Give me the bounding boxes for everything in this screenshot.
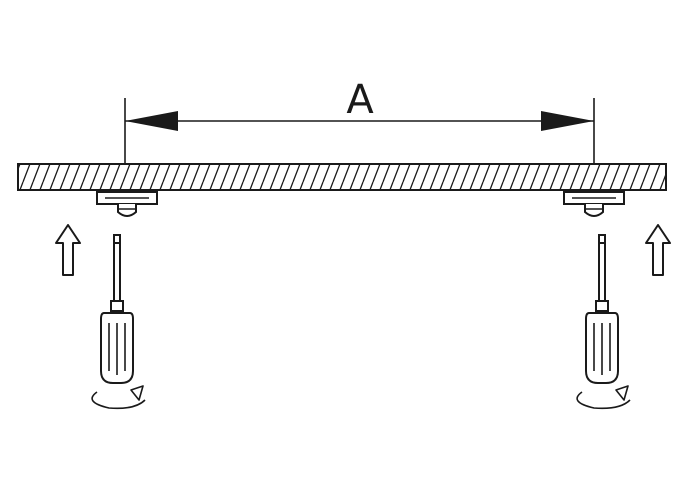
- screwdriver-icon: [100, 234, 134, 384]
- up-arrow-icon: [645, 224, 671, 276]
- rotate-clockwise-icon: [91, 385, 146, 410]
- shelf-board: [17, 163, 667, 191]
- up-arrow-icon: [55, 224, 81, 276]
- rotate-clockwise-icon: [576, 385, 631, 410]
- screwdriver-icon: [585, 234, 619, 384]
- bracket-left: [96, 191, 158, 217]
- dimension-line: [124, 98, 595, 164]
- bracket-right: [563, 191, 625, 217]
- dimension-label: A: [346, 77, 374, 123]
